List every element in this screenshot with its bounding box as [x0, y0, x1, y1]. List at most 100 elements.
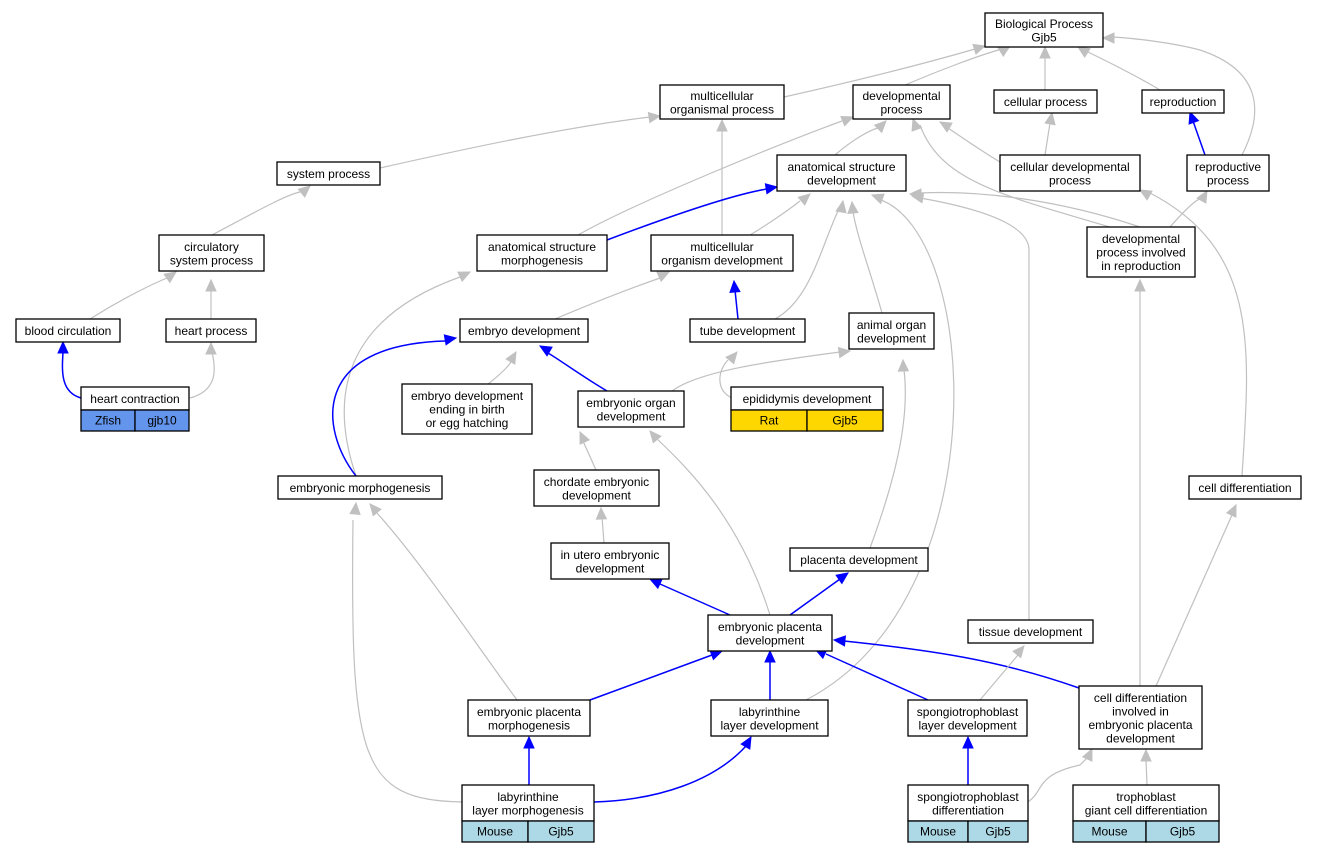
edge-45: [979, 654, 1019, 701]
edge-arrowhead-50: [523, 735, 535, 749]
node-label: embryonic placenta: [1088, 718, 1192, 732]
node-heart-process[interactable]: heart process: [165, 318, 257, 343]
node-label: trophoblast: [1116, 790, 1176, 804]
edge-arrowhead-8: [873, 120, 887, 134]
edge-arrowhead-36: [649, 430, 662, 444]
node-box: [550, 542, 670, 580]
node-label: animal organ: [857, 318, 926, 332]
edge-51: [593, 745, 747, 803]
edge-arrowhead-12: [840, 115, 855, 127]
edge-10: [919, 124, 1111, 228]
node-cellular-process[interactable]: cellular process: [993, 89, 1098, 114]
node-label: or egg hatching: [426, 416, 509, 430]
node-box: [1188, 475, 1302, 500]
edge-arrowhead-40: [910, 192, 925, 204]
node-box: [984, 12, 1104, 48]
edge-arrowhead-46: [1134, 278, 1146, 292]
node-label: Biological Process: [995, 17, 1093, 31]
node-label: layer development: [720, 718, 819, 732]
edge-3: [1085, 50, 1161, 91]
node-label: development: [576, 561, 645, 575]
edge-arrowhead-33: [579, 430, 591, 445]
node-label: blood circulation: [25, 324, 112, 338]
node-box: [277, 475, 443, 500]
edge-7: [1044, 122, 1051, 156]
edge-24: [343, 276, 461, 477]
edge-arrowhead-17: [1138, 189, 1153, 201]
node-box: [907, 699, 1028, 737]
edge-49: [351, 519, 463, 803]
edge-arrowhead-37: [648, 578, 663, 590]
node-box: [710, 699, 829, 737]
gene-label: gjb10: [147, 414, 177, 428]
edge-arrowhead-9: [938, 121, 953, 133]
node-tube-development[interactable]: tube development: [689, 318, 806, 343]
gene-label: Gjb5: [985, 825, 1011, 839]
node-label: process involved: [1096, 246, 1185, 260]
node-blood-circulation[interactable]: blood circulation: [15, 318, 121, 343]
node-box: [776, 154, 907, 192]
node-box: [276, 161, 381, 186]
node-box: [158, 234, 265, 272]
node-cell-differentiation[interactable]: cell differentiation: [1188, 475, 1302, 500]
node-system-process[interactable]: system process: [276, 161, 381, 186]
edge-53: [1027, 756, 1089, 803]
node-label: multicellular: [690, 89, 753, 103]
edge-arrowhead-13: [764, 183, 779, 195]
node-label: in reproduction: [1101, 259, 1180, 273]
edge-36: [655, 437, 771, 616]
node-label: layer development: [918, 718, 1017, 732]
node-label: cellular process: [1004, 95, 1087, 109]
edge-28: [734, 289, 739, 320]
node-placenta-development[interactable]: placenta development: [789, 547, 929, 572]
node-label: embryonic organ: [586, 396, 675, 410]
edge-arrowhead-3: [1076, 46, 1091, 58]
edge-arrowhead-31: [505, 350, 517, 365]
node-embryonic-morphogenesis[interactable]: embryonic morphogenesis: [277, 475, 443, 500]
node-box: [577, 390, 685, 428]
node-tissue-development[interactable]: tissue development: [967, 619, 1094, 644]
edge-arrowhead-23: [656, 271, 671, 283]
edge-arrowhead-45: [1012, 645, 1025, 659]
gene-cell: [134, 409, 190, 432]
node-label: development: [597, 409, 666, 423]
edge-33: [582, 440, 597, 471]
node-reproduction[interactable]: reproduction: [1141, 89, 1225, 114]
graph-nodes: Biological ProcessGjb5multicellularorgan…: [15, 12, 1302, 843]
node-label: development: [807, 173, 876, 187]
node-box: [165, 318, 257, 343]
edge-arrowhead-51: [740, 735, 752, 750]
node-box: [789, 547, 929, 572]
node-label: in utero embryonic: [561, 548, 660, 562]
edge-19: [89, 277, 168, 320]
edge-arrowhead-30: [837, 346, 852, 359]
edge-39: [805, 198, 955, 701]
node-embryo-development[interactable]: embryo development: [459, 318, 589, 343]
